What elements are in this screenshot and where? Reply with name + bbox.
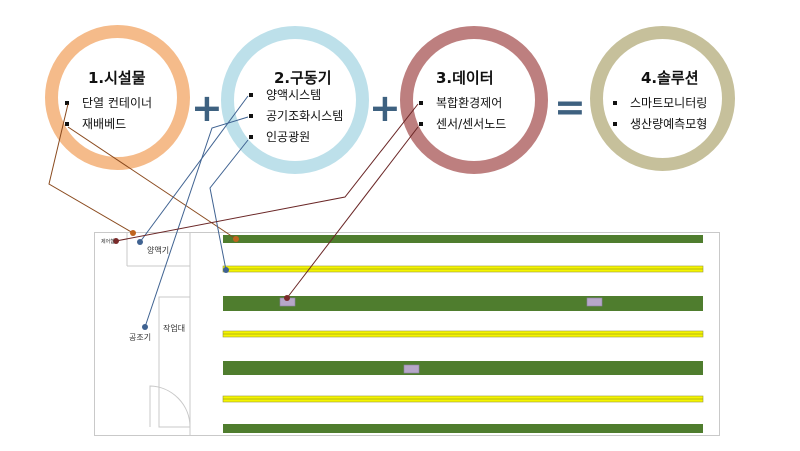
list-item: 양액시스템 (247, 85, 343, 106)
facility-item-list: 단열 컨테이너 재배베드 (63, 93, 152, 135)
connector-line (48, 103, 134, 234)
control-box-label: 제어함 (101, 239, 115, 245)
artificial-light-row (222, 265, 704, 273)
cultivation-bed (223, 361, 703, 375)
connector-line (144, 116, 249, 328)
sensor-node (586, 297, 603, 307)
connector-dot (113, 238, 119, 244)
actuator-title: 2.구동기 (274, 69, 332, 87)
solution-title: 4.솔루션 (641, 69, 699, 87)
nutrient-unit-label: 양액기 (147, 246, 170, 255)
cultivation-bed (223, 424, 703, 433)
list-item: 단열 컨테이너 (63, 93, 152, 114)
plus-sign: + (369, 86, 401, 130)
data-title: 3.데이터 (436, 69, 494, 87)
list-item: 스마트모니터링 (611, 93, 707, 114)
artificial-light-row (222, 330, 704, 338)
worktable-label: 작업대 (163, 324, 186, 333)
connector-line (67, 126, 237, 240)
list-item: 복합환경제어 (417, 93, 506, 114)
connector-dot (284, 295, 290, 301)
equals-sign: = (554, 85, 586, 129)
cultivation-bed (223, 296, 703, 311)
list-item: 재배베드 (63, 114, 152, 135)
sensor-node (403, 364, 420, 374)
solution-item-list: 스마트모니터링 생산량예측모형 (611, 93, 707, 135)
list-item: 인공광원 (247, 127, 343, 148)
connector-line (286, 126, 419, 299)
connector-line (139, 95, 249, 243)
aircon-unit-label: 공조기 (129, 333, 152, 342)
connector-dot (233, 236, 239, 242)
plus-sign: + (191, 86, 223, 130)
actuator-item-list: 양액시스템 공기조화시스템 인공광원 (247, 85, 343, 148)
connector-dot (137, 239, 143, 245)
artificial-light-row (222, 395, 704, 403)
list-item: 센서/센서노드 (417, 114, 506, 135)
connector-dot (142, 324, 148, 330)
connector-dot (223, 267, 229, 273)
cultivation-bed (223, 235, 703, 243)
data-item-list: 복합환경제어 센서/센서노드 (417, 93, 506, 135)
list-item: 생산량예측모형 (611, 114, 707, 135)
connector-line (209, 139, 249, 271)
connector-dot (130, 230, 136, 236)
connector-line (115, 103, 419, 242)
solution-circle (590, 26, 735, 171)
list-item: 공기조화시스템 (247, 106, 343, 127)
facility-title: 1.시설물 (88, 69, 146, 87)
